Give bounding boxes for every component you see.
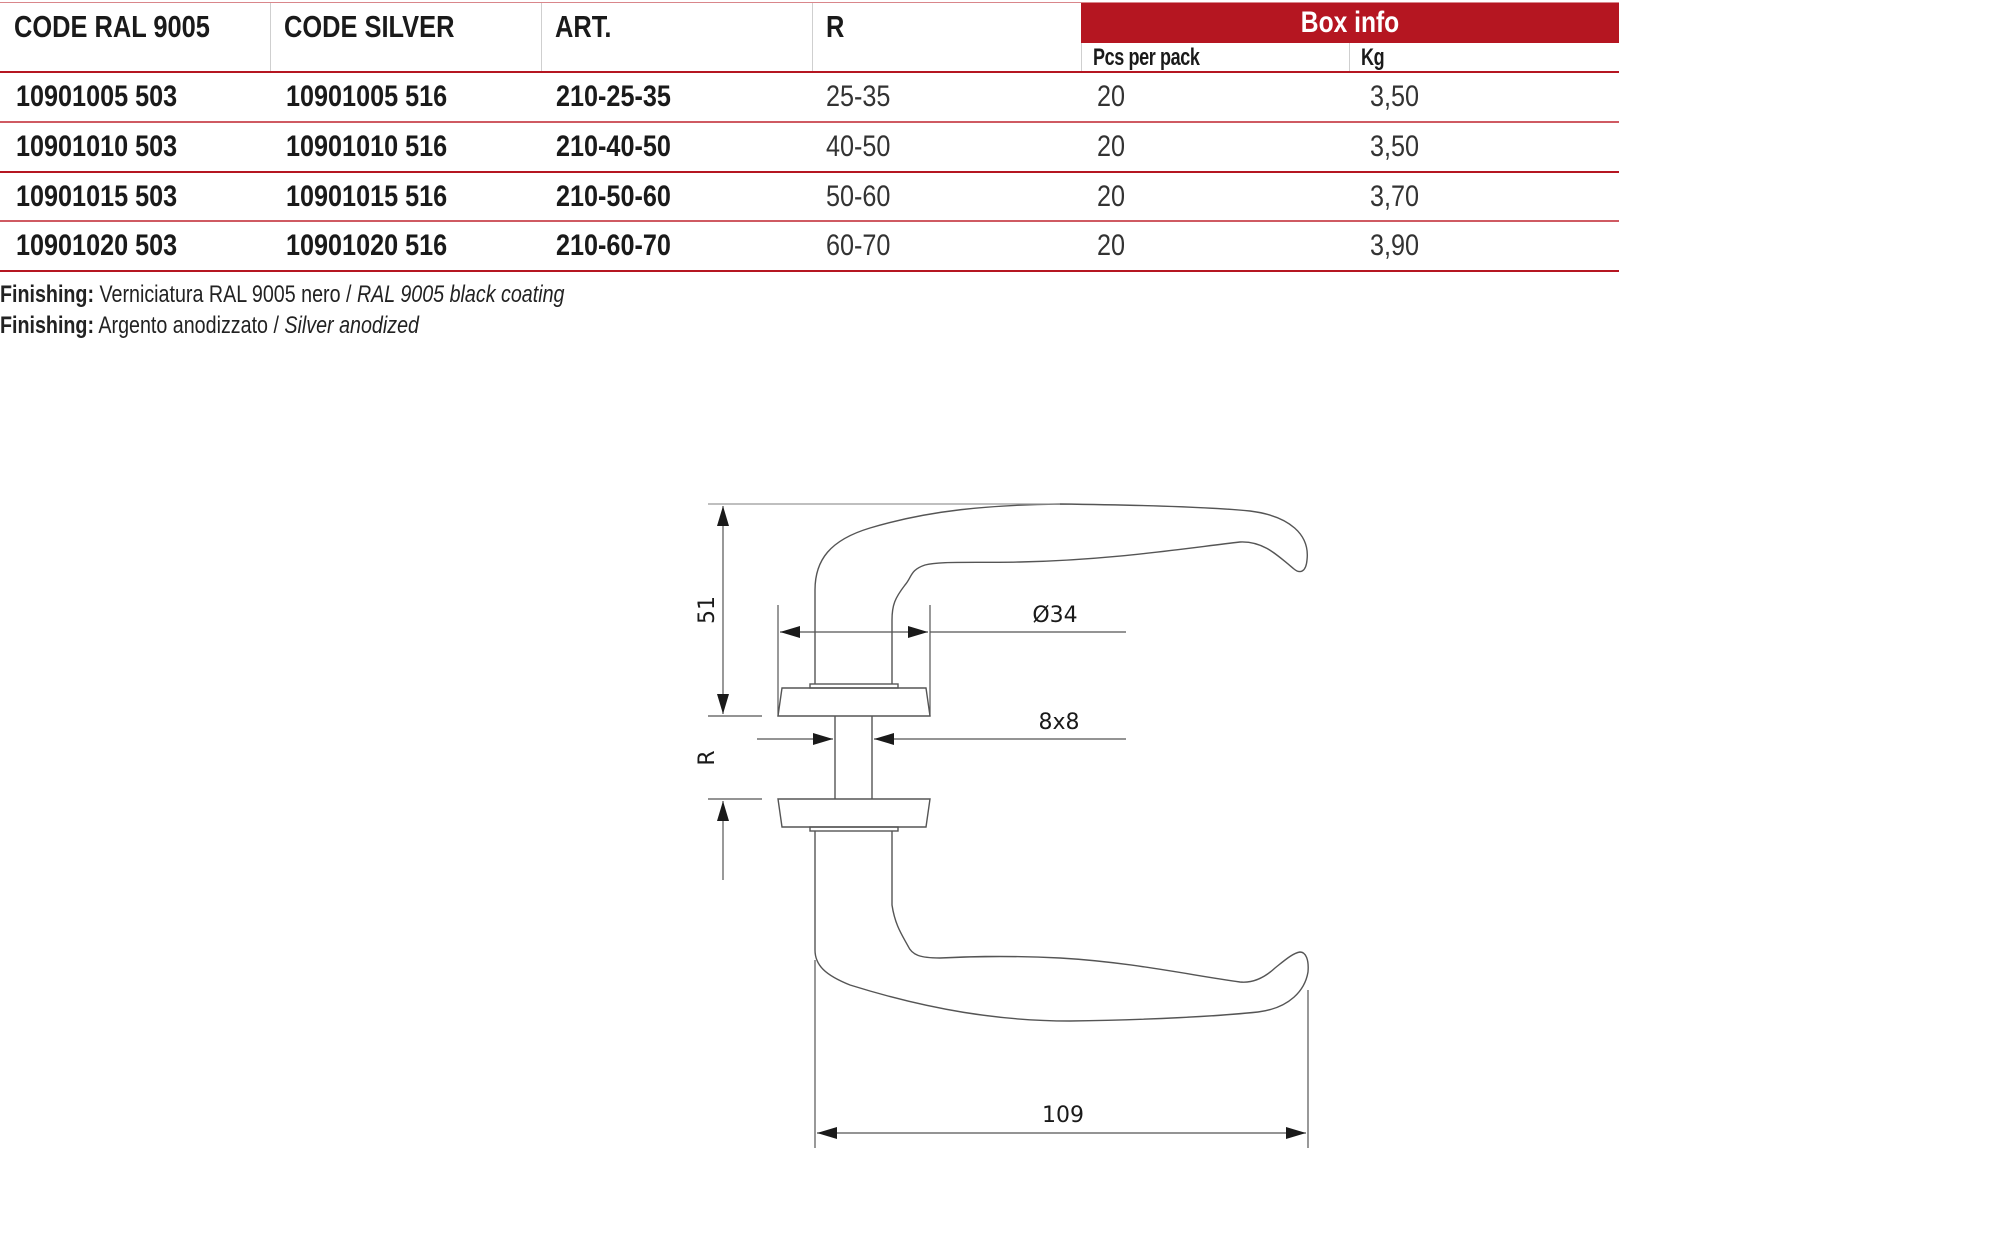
cell-code-ral: 10901020 503 bbox=[16, 229, 178, 262]
upper-lever bbox=[814, 503, 1308, 684]
cell-r: 25-35 bbox=[826, 80, 891, 113]
header-code-ral: CODE RAL 9005 bbox=[0, 3, 270, 72]
cell-r: 50-60 bbox=[826, 180, 891, 213]
column-divider bbox=[270, 3, 271, 72]
finishing-note-silver: Finishing: Argento anodizzato / Silver a… bbox=[0, 312, 511, 340]
dim-spindle-label: 8x8 bbox=[1038, 710, 1079, 735]
finishing-label: Finishing: bbox=[0, 281, 95, 308]
cell-art: 210-40-50 bbox=[556, 130, 671, 163]
cell-kg: 3,90 bbox=[1370, 229, 1420, 262]
row-rule bbox=[0, 121, 1619, 123]
subheader-kg-label: Kg bbox=[1361, 44, 1385, 71]
column-divider bbox=[1081, 43, 1082, 72]
column-divider bbox=[1349, 43, 1350, 72]
lower-lever bbox=[814, 831, 1309, 1022]
header-art-label: ART. bbox=[555, 9, 612, 44]
subheader-kg: Kg bbox=[1349, 43, 1631, 72]
dim-height-label: 51 bbox=[695, 596, 720, 624]
cell-art: 210-60-70 bbox=[556, 229, 671, 262]
cell-r: 60-70 bbox=[826, 229, 891, 262]
cell-pcs: 20 bbox=[1097, 229, 1126, 262]
lower-collar bbox=[809, 826, 899, 832]
subheader-pcs-label: Pcs per pack bbox=[1093, 44, 1200, 71]
header-r-label: R bbox=[826, 9, 845, 44]
finishing-label: Finishing: bbox=[0, 312, 95, 339]
cell-code-ral: 10901015 503 bbox=[16, 180, 178, 213]
row-rule bbox=[0, 220, 1619, 222]
finishing-english: Silver anodized bbox=[284, 312, 419, 339]
cell-r: 40-50 bbox=[826, 130, 891, 163]
dim-door-thickness-label: R bbox=[695, 750, 720, 765]
cell-kg: 3,70 bbox=[1370, 180, 1420, 213]
table-row: 10901015 503 10901015 516 210-50-60 50-6… bbox=[0, 172, 1619, 222]
header-r: R bbox=[812, 3, 1081, 72]
cell-code-ral: 10901005 503 bbox=[16, 80, 178, 113]
box-info-header: Box info bbox=[1081, 3, 1619, 43]
cell-kg: 3,50 bbox=[1370, 80, 1420, 113]
cell-code-silver: 10901015 516 bbox=[286, 180, 448, 213]
cell-code-ral: 10901010 503 bbox=[16, 130, 178, 163]
table-top-border bbox=[0, 2, 1619, 3]
finishing-english: RAL 9005 black coating bbox=[356, 281, 565, 308]
cell-pcs: 20 bbox=[1097, 180, 1126, 213]
cell-code-silver: 10901010 516 bbox=[286, 130, 448, 163]
header-code-silver-label: CODE SILVER bbox=[284, 9, 455, 44]
subheader-pcs-per-pack: Pcs per pack bbox=[1081, 43, 1361, 72]
table-row: 10901020 503 10901020 516 210-60-70 60-7… bbox=[0, 221, 1619, 271]
column-divider bbox=[541, 3, 542, 72]
dim-diameter-label: Ø34 bbox=[1032, 603, 1077, 628]
cell-code-silver: 10901005 516 bbox=[286, 80, 448, 113]
row-rule bbox=[0, 171, 1619, 173]
cell-pcs: 20 bbox=[1097, 80, 1126, 113]
column-divider bbox=[812, 3, 813, 72]
table-bottom-rule bbox=[0, 270, 1619, 272]
cell-art: 210-25-35 bbox=[556, 80, 671, 113]
finishing-italian: Verniciatura RAL 9005 nero / bbox=[99, 281, 357, 308]
cell-code-silver: 10901020 516 bbox=[286, 229, 448, 262]
cell-kg: 3,50 bbox=[1370, 130, 1420, 163]
dimension-lines bbox=[708, 503, 1309, 1148]
header-code-ral-label: CODE RAL 9005 bbox=[14, 9, 210, 44]
cell-art: 210-50-60 bbox=[556, 180, 671, 213]
header-code-silver: CODE SILVER bbox=[270, 3, 541, 72]
lower-rosette bbox=[777, 798, 931, 828]
finishing-note-black: Finishing: Verniciatura RAL 9005 nero / … bbox=[0, 281, 688, 309]
cell-pcs: 20 bbox=[1097, 130, 1126, 163]
box-info-label: Box info bbox=[1300, 6, 1400, 39]
dim-length-label: 109 bbox=[1042, 1103, 1084, 1128]
finishing-italian: Argento anodizzato / bbox=[98, 312, 285, 339]
lever-handle-outline bbox=[777, 503, 1309, 1022]
table-row: 10901005 503 10901005 516 210-25-35 25-3… bbox=[0, 72, 1619, 122]
header-art: ART. bbox=[541, 3, 812, 72]
upper-rosette bbox=[777, 687, 931, 717]
table-row: 10901010 503 10901010 516 210-40-50 40-5… bbox=[0, 122, 1619, 172]
header-bottom-rule bbox=[0, 71, 1619, 73]
